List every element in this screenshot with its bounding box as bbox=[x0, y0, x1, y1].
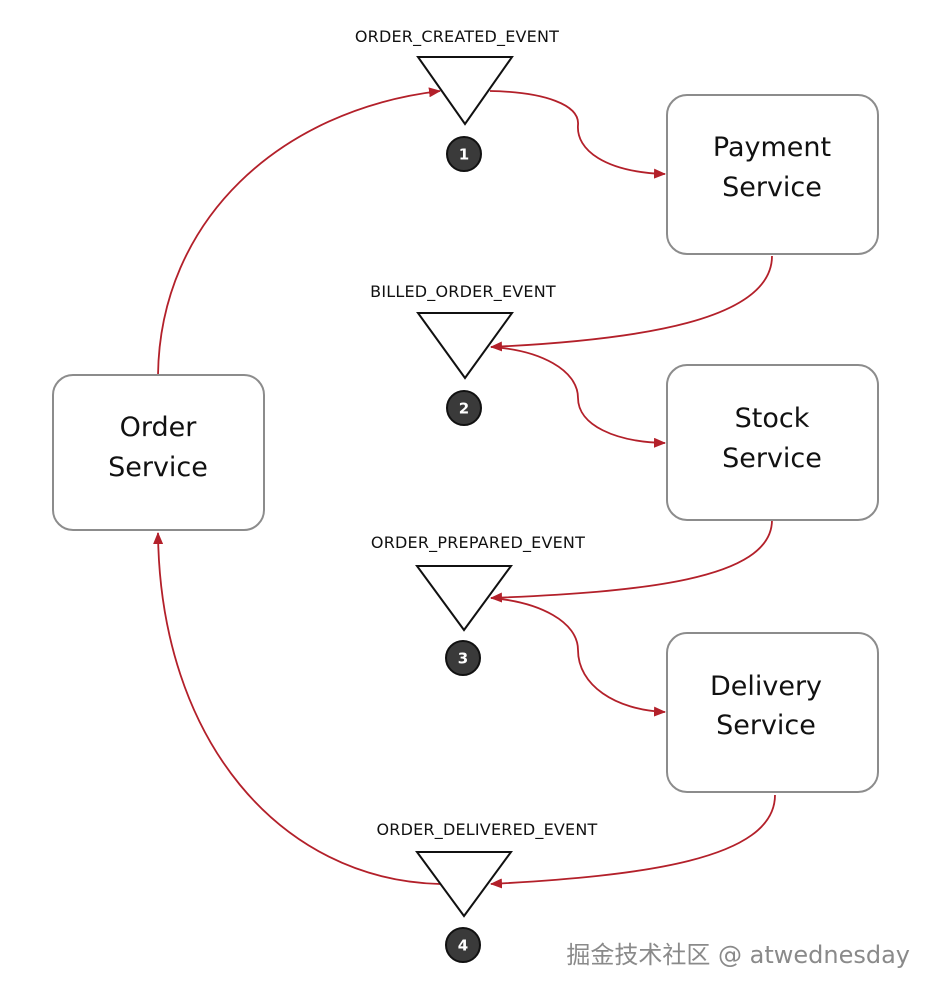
delivery-service-label-line1: Delivery bbox=[710, 671, 822, 702]
event-order-delivered: ORDER_DELIVERED_EVENT 4 bbox=[376, 820, 597, 963]
event-label-order-prepared: ORDER_PREPARED_EVENT bbox=[371, 533, 585, 553]
event-order-prepared: ORDER_PREPARED_EVENT 3 bbox=[371, 533, 585, 676]
event-triangle-icon bbox=[416, 312, 514, 380]
event-triangle-icon bbox=[416, 56, 514, 126]
event-triangle-icon bbox=[415, 851, 513, 918]
event-triangle-icon bbox=[415, 565, 513, 632]
arrow-stock-to-prepared-event bbox=[490, 519, 773, 603]
arrow-delivered-event-to-order bbox=[153, 532, 441, 885]
step-number-2: 2 bbox=[459, 400, 469, 418]
flow-arrows bbox=[153, 87, 776, 889]
watermark: 掘金技术社区 @ atwednesday bbox=[566, 941, 910, 969]
payment-service-label-line2: Service bbox=[722, 172, 822, 203]
event-label-billed-order: BILLED_ORDER_EVENT bbox=[370, 282, 556, 302]
event-label-order-delivered: ORDER_DELIVERED_EVENT bbox=[376, 820, 597, 840]
order-service-label-line2: Service bbox=[108, 452, 208, 483]
step-badge-icon bbox=[446, 136, 482, 172]
arrow-order-to-created-event bbox=[157, 87, 441, 376]
arrow-payment-to-billed-event bbox=[490, 255, 773, 352]
stock-service-label-line2: Service bbox=[722, 443, 822, 474]
payment-service-box: Payment Service bbox=[666, 94, 879, 255]
order-service-label-line1: Order bbox=[120, 412, 198, 443]
event-label-order-created: ORDER_CREATED_EVENT bbox=[355, 27, 559, 47]
step-badge-icon bbox=[445, 640, 481, 676]
delivery-service-box: Delivery Service bbox=[666, 632, 879, 793]
step-number-4: 4 bbox=[458, 937, 468, 955]
delivery-service-label-line2: Service bbox=[716, 710, 816, 741]
order-service-box: Order Service bbox=[52, 374, 265, 531]
step-number-1: 1 bbox=[459, 146, 469, 164]
event-order-created: ORDER_CREATED_EVENT 1 bbox=[355, 27, 559, 172]
arrow-delivery-to-delivered-event bbox=[490, 794, 776, 889]
payment-service-label-line1: Payment bbox=[713, 132, 831, 163]
stock-service-label-line1: Stock bbox=[735, 403, 810, 434]
step-number-3: 3 bbox=[458, 650, 468, 668]
step-badge-icon bbox=[445, 927, 481, 963]
stock-service-box: Stock Service bbox=[666, 364, 879, 521]
arrow-prepared-event-to-delivery bbox=[490, 597, 666, 717]
event-billed-order: BILLED_ORDER_EVENT 2 bbox=[370, 282, 556, 426]
arrow-created-event-to-payment bbox=[489, 90, 666, 179]
arrow-billed-event-to-stock bbox=[490, 346, 666, 448]
step-badge-icon bbox=[446, 390, 482, 426]
